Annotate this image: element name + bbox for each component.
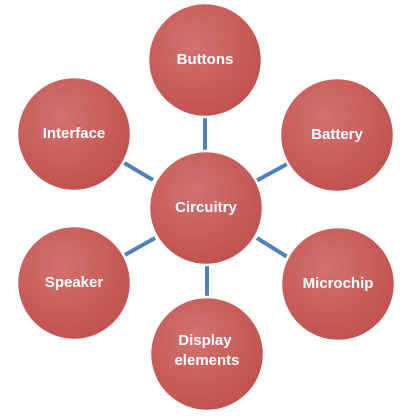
node-speaker-circle xyxy=(15,224,133,342)
connector-speaker xyxy=(122,236,156,258)
node-battery-label: Battery xyxy=(311,126,363,143)
connector-interface xyxy=(119,159,155,182)
node-display-elements-label-line1: Display xyxy=(178,332,232,349)
node-display-elements-circle xyxy=(148,295,266,413)
node-speaker: Speaker xyxy=(15,224,133,342)
connector-battery xyxy=(253,161,290,184)
node-display-elements-label: Display elements xyxy=(174,332,239,369)
node-interface-circle xyxy=(15,75,133,193)
node-speaker-label: Speaker xyxy=(45,274,104,291)
node-display-elements: Display elements xyxy=(148,295,266,413)
node-buttons: Buttons xyxy=(146,1,264,119)
node-center: Circuitry xyxy=(147,149,265,267)
node-buttons-label: Buttons xyxy=(177,51,234,68)
connectors xyxy=(119,117,291,297)
node-battery: Battery xyxy=(278,76,396,194)
connector-microchip xyxy=(255,236,291,260)
node-microchip-circle xyxy=(279,225,397,343)
node-microchip: Microchip xyxy=(279,225,397,343)
node-center-circle xyxy=(147,149,265,267)
node-display-elements-label-line2: elements xyxy=(174,352,239,369)
node-battery-circle xyxy=(278,76,396,194)
node-buttons-circle xyxy=(146,1,264,119)
node-interface-label: Interface xyxy=(43,125,106,142)
node-center-label: Circuitry xyxy=(175,199,237,216)
node-interface: Interface xyxy=(15,75,133,193)
node-microchip-label: Microchip xyxy=(303,275,374,292)
